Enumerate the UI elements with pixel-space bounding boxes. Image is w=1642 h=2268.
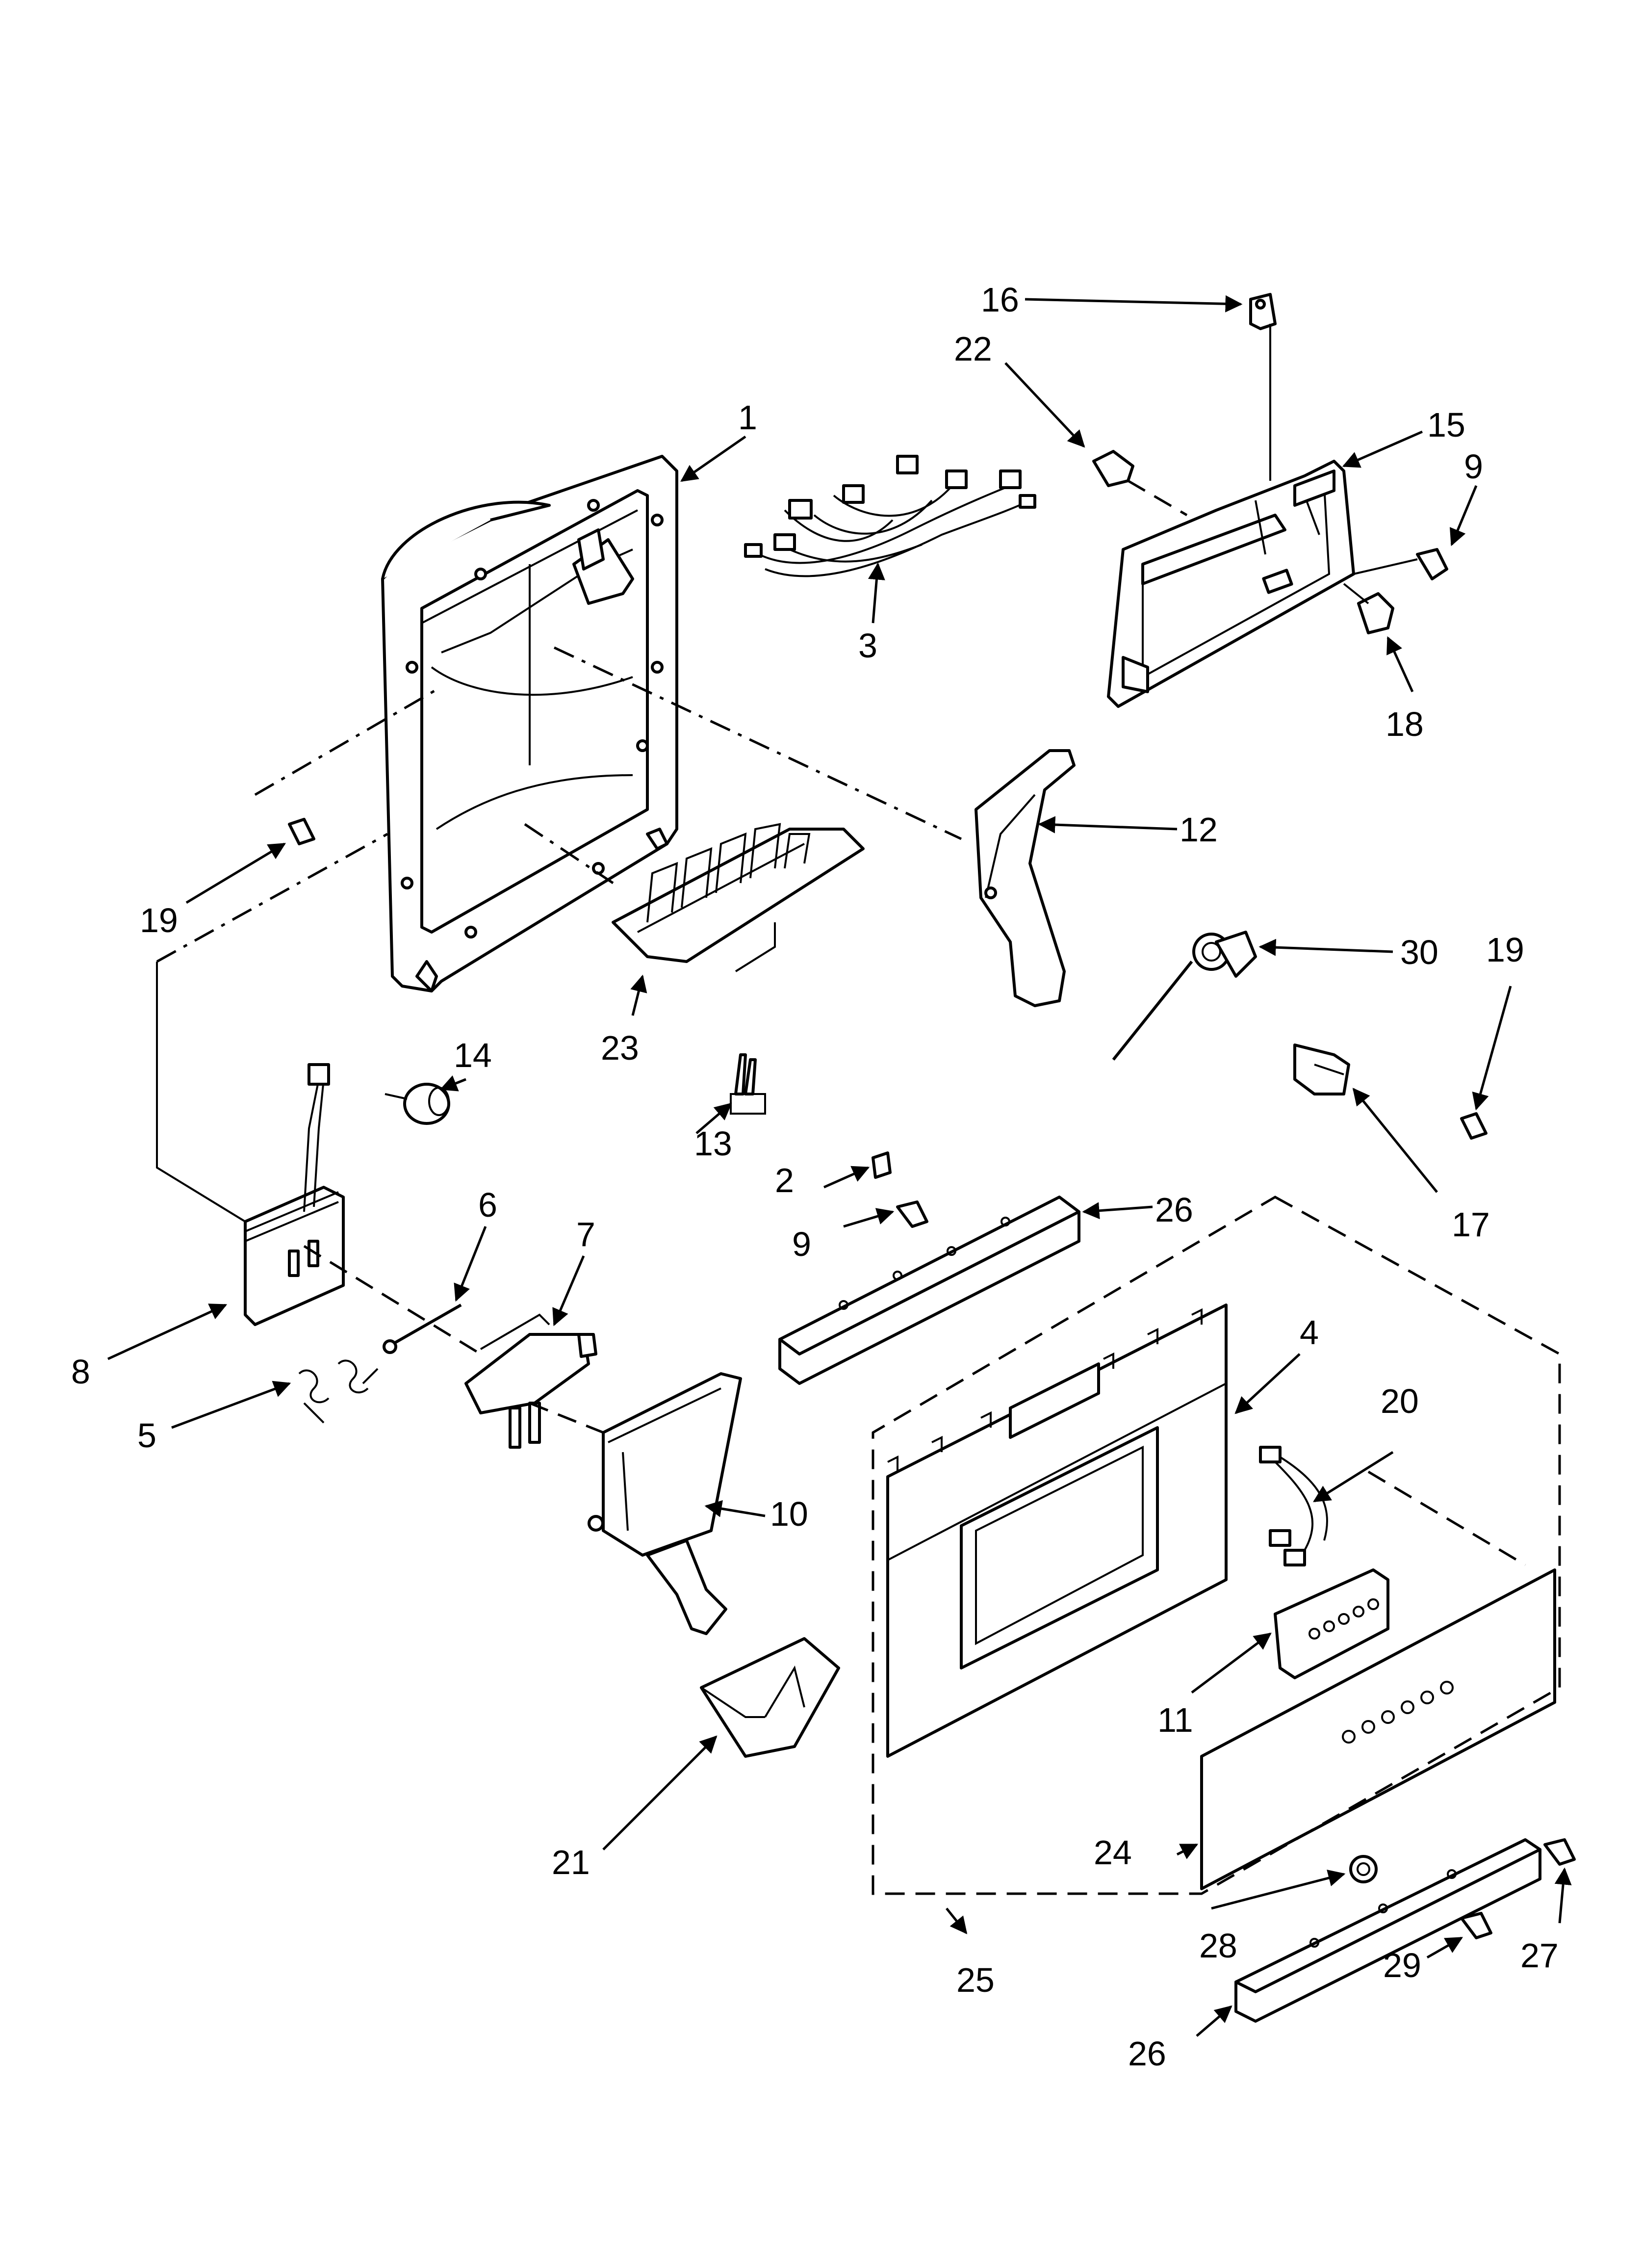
callout-16: 16 bbox=[981, 281, 1019, 319]
part-4-front-panel bbox=[886, 1303, 1228, 1758]
part-12-lever bbox=[975, 749, 1076, 1007]
part-26-rail-upper bbox=[778, 1196, 1080, 1385]
part-22-bulb bbox=[1092, 450, 1188, 517]
screw-29 bbox=[1460, 1912, 1492, 1939]
callout-6: 6 bbox=[478, 1186, 497, 1224]
callout-14: 14 bbox=[454, 1036, 492, 1074]
callout-5: 5 bbox=[137, 1416, 156, 1455]
callout-7: 7 bbox=[576, 1215, 595, 1253]
callout-28: 28 bbox=[1199, 1927, 1237, 1965]
callout-29: 29 bbox=[1383, 1946, 1421, 1984]
part-13-contact bbox=[730, 1053, 766, 1115]
callout-11: 11 bbox=[1157, 1701, 1193, 1739]
callout-30: 30 bbox=[1400, 933, 1438, 971]
callout-13: 13 bbox=[694, 1124, 732, 1163]
callout-21: 21 bbox=[552, 1843, 590, 1881]
callout-26-lower: 26 bbox=[1128, 2034, 1166, 2073]
screw-27 bbox=[1543, 1838, 1576, 1866]
callout-2: 2 bbox=[775, 1161, 794, 1199]
callout-20: 20 bbox=[1381, 1382, 1419, 1420]
callout-8: 8 bbox=[71, 1353, 90, 1391]
callout-15: 15 bbox=[1427, 406, 1465, 444]
part-11-control-board bbox=[1274, 1568, 1389, 1679]
callout-3: 3 bbox=[858, 626, 877, 665]
part-16-switch bbox=[1249, 293, 1277, 481]
part-5-springs bbox=[298, 1359, 379, 1424]
part-30-motor bbox=[1112, 931, 1257, 1061]
callout-12: 12 bbox=[1180, 810, 1218, 849]
part-20-harness bbox=[1259, 1446, 1328, 1566]
part-14-solenoid bbox=[385, 1083, 450, 1125]
callout-24: 24 bbox=[1094, 1833, 1132, 1872]
part-2-plate bbox=[872, 1151, 892, 1179]
callout-9-lower: 9 bbox=[792, 1225, 811, 1263]
part-24-overlay bbox=[1200, 1568, 1556, 1890]
part-23-grille bbox=[612, 823, 865, 972]
callout-27: 27 bbox=[1520, 1936, 1559, 1975]
leader-lines bbox=[107, 295, 1572, 2037]
assembly-lines bbox=[156, 646, 1561, 1895]
callout-17: 17 bbox=[1452, 1205, 1490, 1244]
callout-25: 25 bbox=[956, 1961, 995, 1999]
callout-10: 10 bbox=[770, 1495, 808, 1533]
screw-19-right bbox=[1460, 1112, 1488, 1140]
callout-26-upper: 26 bbox=[1155, 1191, 1193, 1229]
part-8-actuator bbox=[244, 1063, 345, 1326]
screw-9-lower bbox=[896, 1200, 928, 1228]
callout-19-left: 19 bbox=[140, 901, 178, 939]
part-3-wire-harness bbox=[744, 455, 1036, 577]
part-10-paddle bbox=[588, 1372, 742, 1635]
callout-1: 1 bbox=[738, 398, 757, 437]
part-6-pin bbox=[383, 1303, 462, 1354]
screw-9-upper bbox=[1353, 548, 1448, 580]
callout-22: 22 bbox=[954, 330, 992, 368]
part-21-funnel bbox=[700, 1637, 840, 1758]
callout-19-right: 19 bbox=[1486, 931, 1524, 969]
callout-18: 18 bbox=[1385, 705, 1424, 743]
part-1-housing bbox=[381, 455, 678, 992]
callout-labels: 1 2 3 4 5 6 7 8 9 9 10 11 12 13 14 15 16… bbox=[71, 281, 1559, 2073]
part-26-rail-lower bbox=[1234, 1838, 1541, 2023]
part-18-socket bbox=[1343, 583, 1394, 634]
part-7-assembly bbox=[464, 1313, 597, 1449]
part-28-button bbox=[1349, 1855, 1378, 1883]
part-17-clip bbox=[1293, 1043, 1350, 1095]
callout-4: 4 bbox=[1300, 1313, 1319, 1352]
part-15-bracket bbox=[1107, 460, 1355, 708]
callout-23: 23 bbox=[601, 1029, 639, 1067]
screw-19-left bbox=[288, 818, 315, 845]
callout-9-upper: 9 bbox=[1464, 447, 1483, 486]
